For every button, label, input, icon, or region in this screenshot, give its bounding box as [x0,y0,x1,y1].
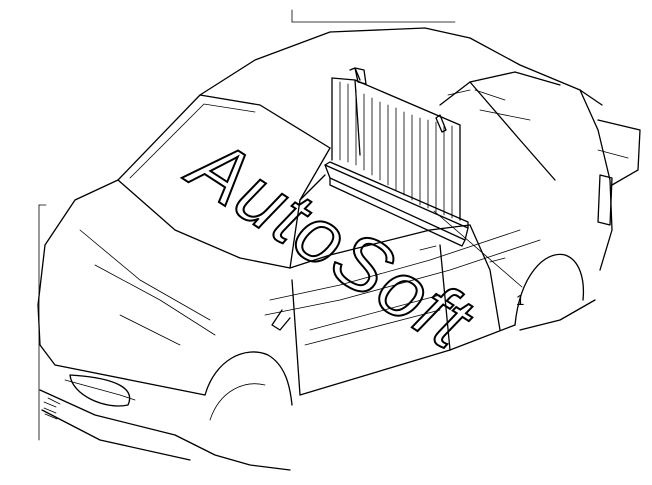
callout-1: 1 [433,210,524,309]
car-body [37,27,641,471]
filter-element [324,67,469,247]
callout-number-1: 1 [516,292,524,309]
autosoft-watermark: AutoSoft [172,118,489,366]
leader-line [433,210,523,288]
